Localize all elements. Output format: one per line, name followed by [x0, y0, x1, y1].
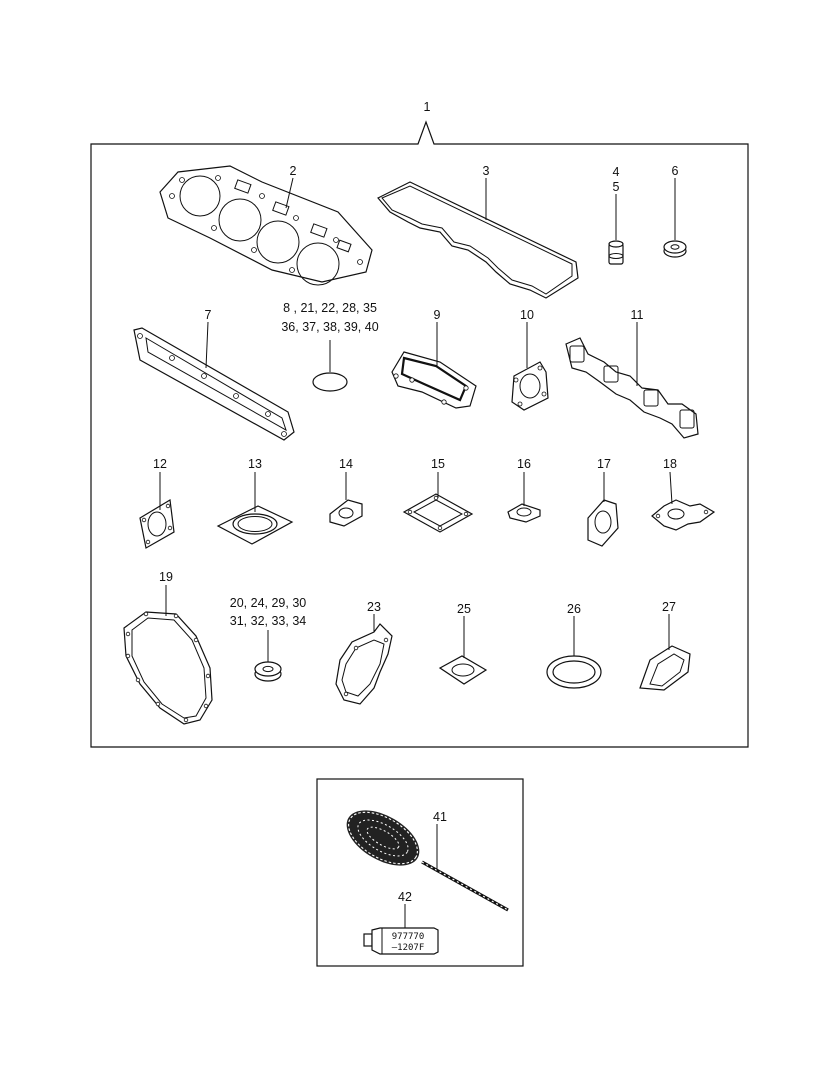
part-20-seal-washer — [254, 661, 282, 682]
tube-text-line2: –1207F — [392, 943, 425, 953]
callout-25: 25 — [457, 602, 471, 616]
kit-frame — [90, 120, 749, 748]
callout-3: 3 — [483, 164, 490, 178]
part-26-seal-ring — [546, 655, 602, 689]
callout-42: 42 — [398, 890, 412, 904]
part-15-gasket — [402, 493, 474, 533]
callout-13: 13 — [248, 457, 262, 471]
callout-9: 9 — [434, 308, 441, 322]
part-11-exhaust-manifold-gasket — [565, 337, 699, 439]
part-2-cylinder-head-gasket — [159, 165, 373, 286]
callout-5: 5 — [613, 180, 620, 194]
part-19-flywheel-housing-gasket — [123, 611, 213, 725]
callout-26: 26 — [567, 602, 581, 616]
callout-8-line1: 8 , 21, 22, 28, 35 — [283, 301, 377, 315]
part-12-gasket — [139, 499, 175, 549]
callout-12: 12 — [153, 457, 167, 471]
part-17-gasket — [587, 499, 619, 547]
part-23-water-pump-gasket — [335, 623, 393, 705]
part-4-5-valve-stem-seal — [608, 240, 624, 265]
part-27-gasket — [639, 645, 691, 691]
part-3-valve-cover-gasket — [377, 181, 579, 299]
callout-20-line1: 20, 24, 29, 30 — [230, 596, 307, 610]
callout-23: 23 — [367, 600, 381, 614]
part-9-gasket — [391, 351, 477, 409]
callout-17: 17 — [597, 457, 611, 471]
part-10-gasket — [511, 361, 549, 411]
callout-4: 4 — [613, 165, 620, 179]
part-18-gasket — [651, 499, 716, 531]
callout-14: 14 — [339, 457, 353, 471]
part-16-gasket — [507, 503, 541, 523]
callout-2: 2 — [290, 164, 297, 178]
callout-20-line2: 31, 32, 33, 34 — [230, 614, 307, 628]
tube-text-line1: 977770 — [392, 932, 425, 942]
callout-16: 16 — [517, 457, 531, 471]
callout-19: 19 — [159, 570, 173, 584]
callout-7: 7 — [205, 308, 212, 322]
part-6-seal-washer — [663, 240, 687, 258]
part-7-intake-manifold-gasket — [133, 327, 295, 441]
part-8-o-ring — [312, 372, 348, 392]
callout-15: 15 — [431, 457, 445, 471]
part-25-gasket — [438, 655, 488, 685]
callout-18: 18 — [663, 457, 677, 471]
callout-10: 10 — [520, 308, 534, 322]
part-13-gasket — [216, 505, 294, 545]
callout-27: 27 — [662, 600, 676, 614]
part-42-sealant-tube: 977770 –1207F — [363, 927, 439, 955]
callout-6: 6 — [672, 164, 679, 178]
callout-41: 41 — [433, 810, 447, 824]
kit-label: 1 — [424, 100, 431, 114]
callout-8-line2: 36, 37, 38, 39, 40 — [281, 320, 378, 334]
accessory-frame — [316, 778, 524, 967]
part-14-gasket — [329, 499, 363, 527]
callout-11: 11 — [631, 308, 644, 322]
part-41-cylinder-hone-brush — [346, 810, 509, 912]
